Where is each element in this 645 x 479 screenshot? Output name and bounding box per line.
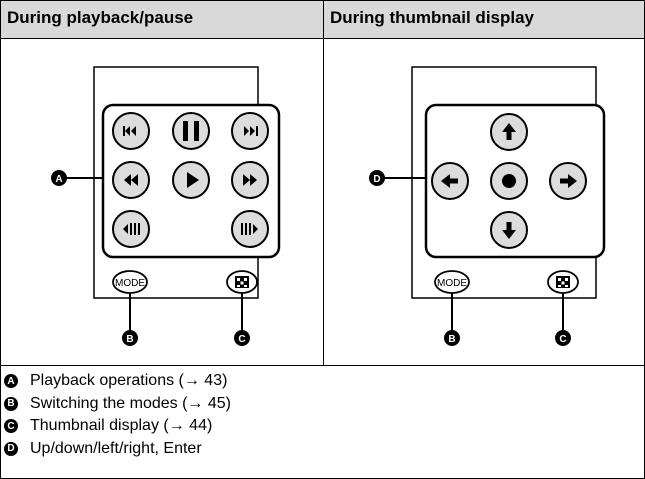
slow-rewind-icon[interactable]	[112, 210, 150, 248]
callout-a: A	[51, 170, 67, 186]
play-icon[interactable]	[172, 161, 210, 199]
svg-text:MODE: MODE	[115, 278, 145, 289]
mode-button[interactable]: MODE	[112, 270, 148, 294]
legend-text: Playback operations (→ 43)	[30, 372, 228, 390]
legend-divider	[0, 365, 645, 366]
legend-item: D Up/down/left/right, Enter	[4, 438, 231, 461]
legend-text: Switching the modes (→ 45)	[30, 394, 231, 412]
fast-forward-icon[interactable]	[231, 161, 269, 199]
header-left-title: During playback/pause	[7, 8, 194, 27]
remote-right: D MODE B	[369, 66, 606, 346]
legend-text: Thumbnail display (→ 44)	[30, 417, 213, 435]
arrow-up-icon[interactable]	[490, 113, 528, 151]
svg-text:B: B	[448, 334, 455, 345]
table-border-left	[0, 0, 1, 479]
legend-item: C Thumbnail display (→ 44)	[4, 415, 231, 438]
callout-b-left: B	[122, 330, 138, 346]
column-divider	[323, 0, 324, 365]
enter-icon[interactable]	[490, 162, 528, 200]
slow-forward-icon[interactable]	[231, 210, 269, 248]
header-divider	[0, 38, 645, 39]
svg-text:C: C	[238, 334, 245, 345]
svg-text:MODE: MODE	[437, 278, 467, 289]
svg-text:B: B	[126, 334, 133, 345]
legend-item: A Playback operations (→ 43)	[4, 370, 231, 393]
svg-text:D: D	[373, 174, 380, 185]
callout-d: D	[369, 170, 385, 186]
rewind-icon[interactable]	[112, 161, 150, 199]
callout-c-left: C	[234, 330, 250, 346]
table-border-top	[0, 0, 645, 1]
skip-previous-icon[interactable]	[112, 112, 150, 150]
svg-text:A: A	[55, 174, 62, 185]
legend-badge: D	[4, 441, 18, 456]
header-right-title: During thumbnail display	[330, 8, 535, 27]
arrow-down-icon[interactable]	[490, 211, 528, 249]
skip-next-icon[interactable]	[231, 112, 269, 150]
header-cell-right: During thumbnail display	[323, 0, 645, 38]
thumbnail-grid-icon[interactable]	[547, 270, 579, 294]
svg-text:C: C	[559, 334, 566, 345]
arrow-right-icon[interactable]	[549, 162, 587, 200]
remote-diagrams: A MODE B	[51, 66, 606, 346]
mode-button[interactable]: MODE	[434, 270, 470, 294]
arrow-left-icon[interactable]	[431, 162, 469, 200]
legend: A Playback operations (→ 43) B Switching…	[4, 370, 231, 460]
pause-icon[interactable]	[172, 112, 210, 150]
callout-b-right: B	[444, 330, 460, 346]
legend-badge: A	[4, 374, 18, 389]
remote-left: A MODE B	[51, 66, 281, 346]
thumbnail-grid-icon[interactable]	[226, 270, 258, 294]
legend-item: B Switching the modes (→ 45)	[4, 393, 231, 416]
callout-c-right: C	[555, 330, 571, 346]
legend-badge: B	[4, 396, 18, 411]
legend-text: Up/down/left/right, Enter	[30, 439, 202, 457]
header-cell-left: During playback/pause	[0, 0, 323, 38]
legend-badge: C	[4, 419, 18, 434]
